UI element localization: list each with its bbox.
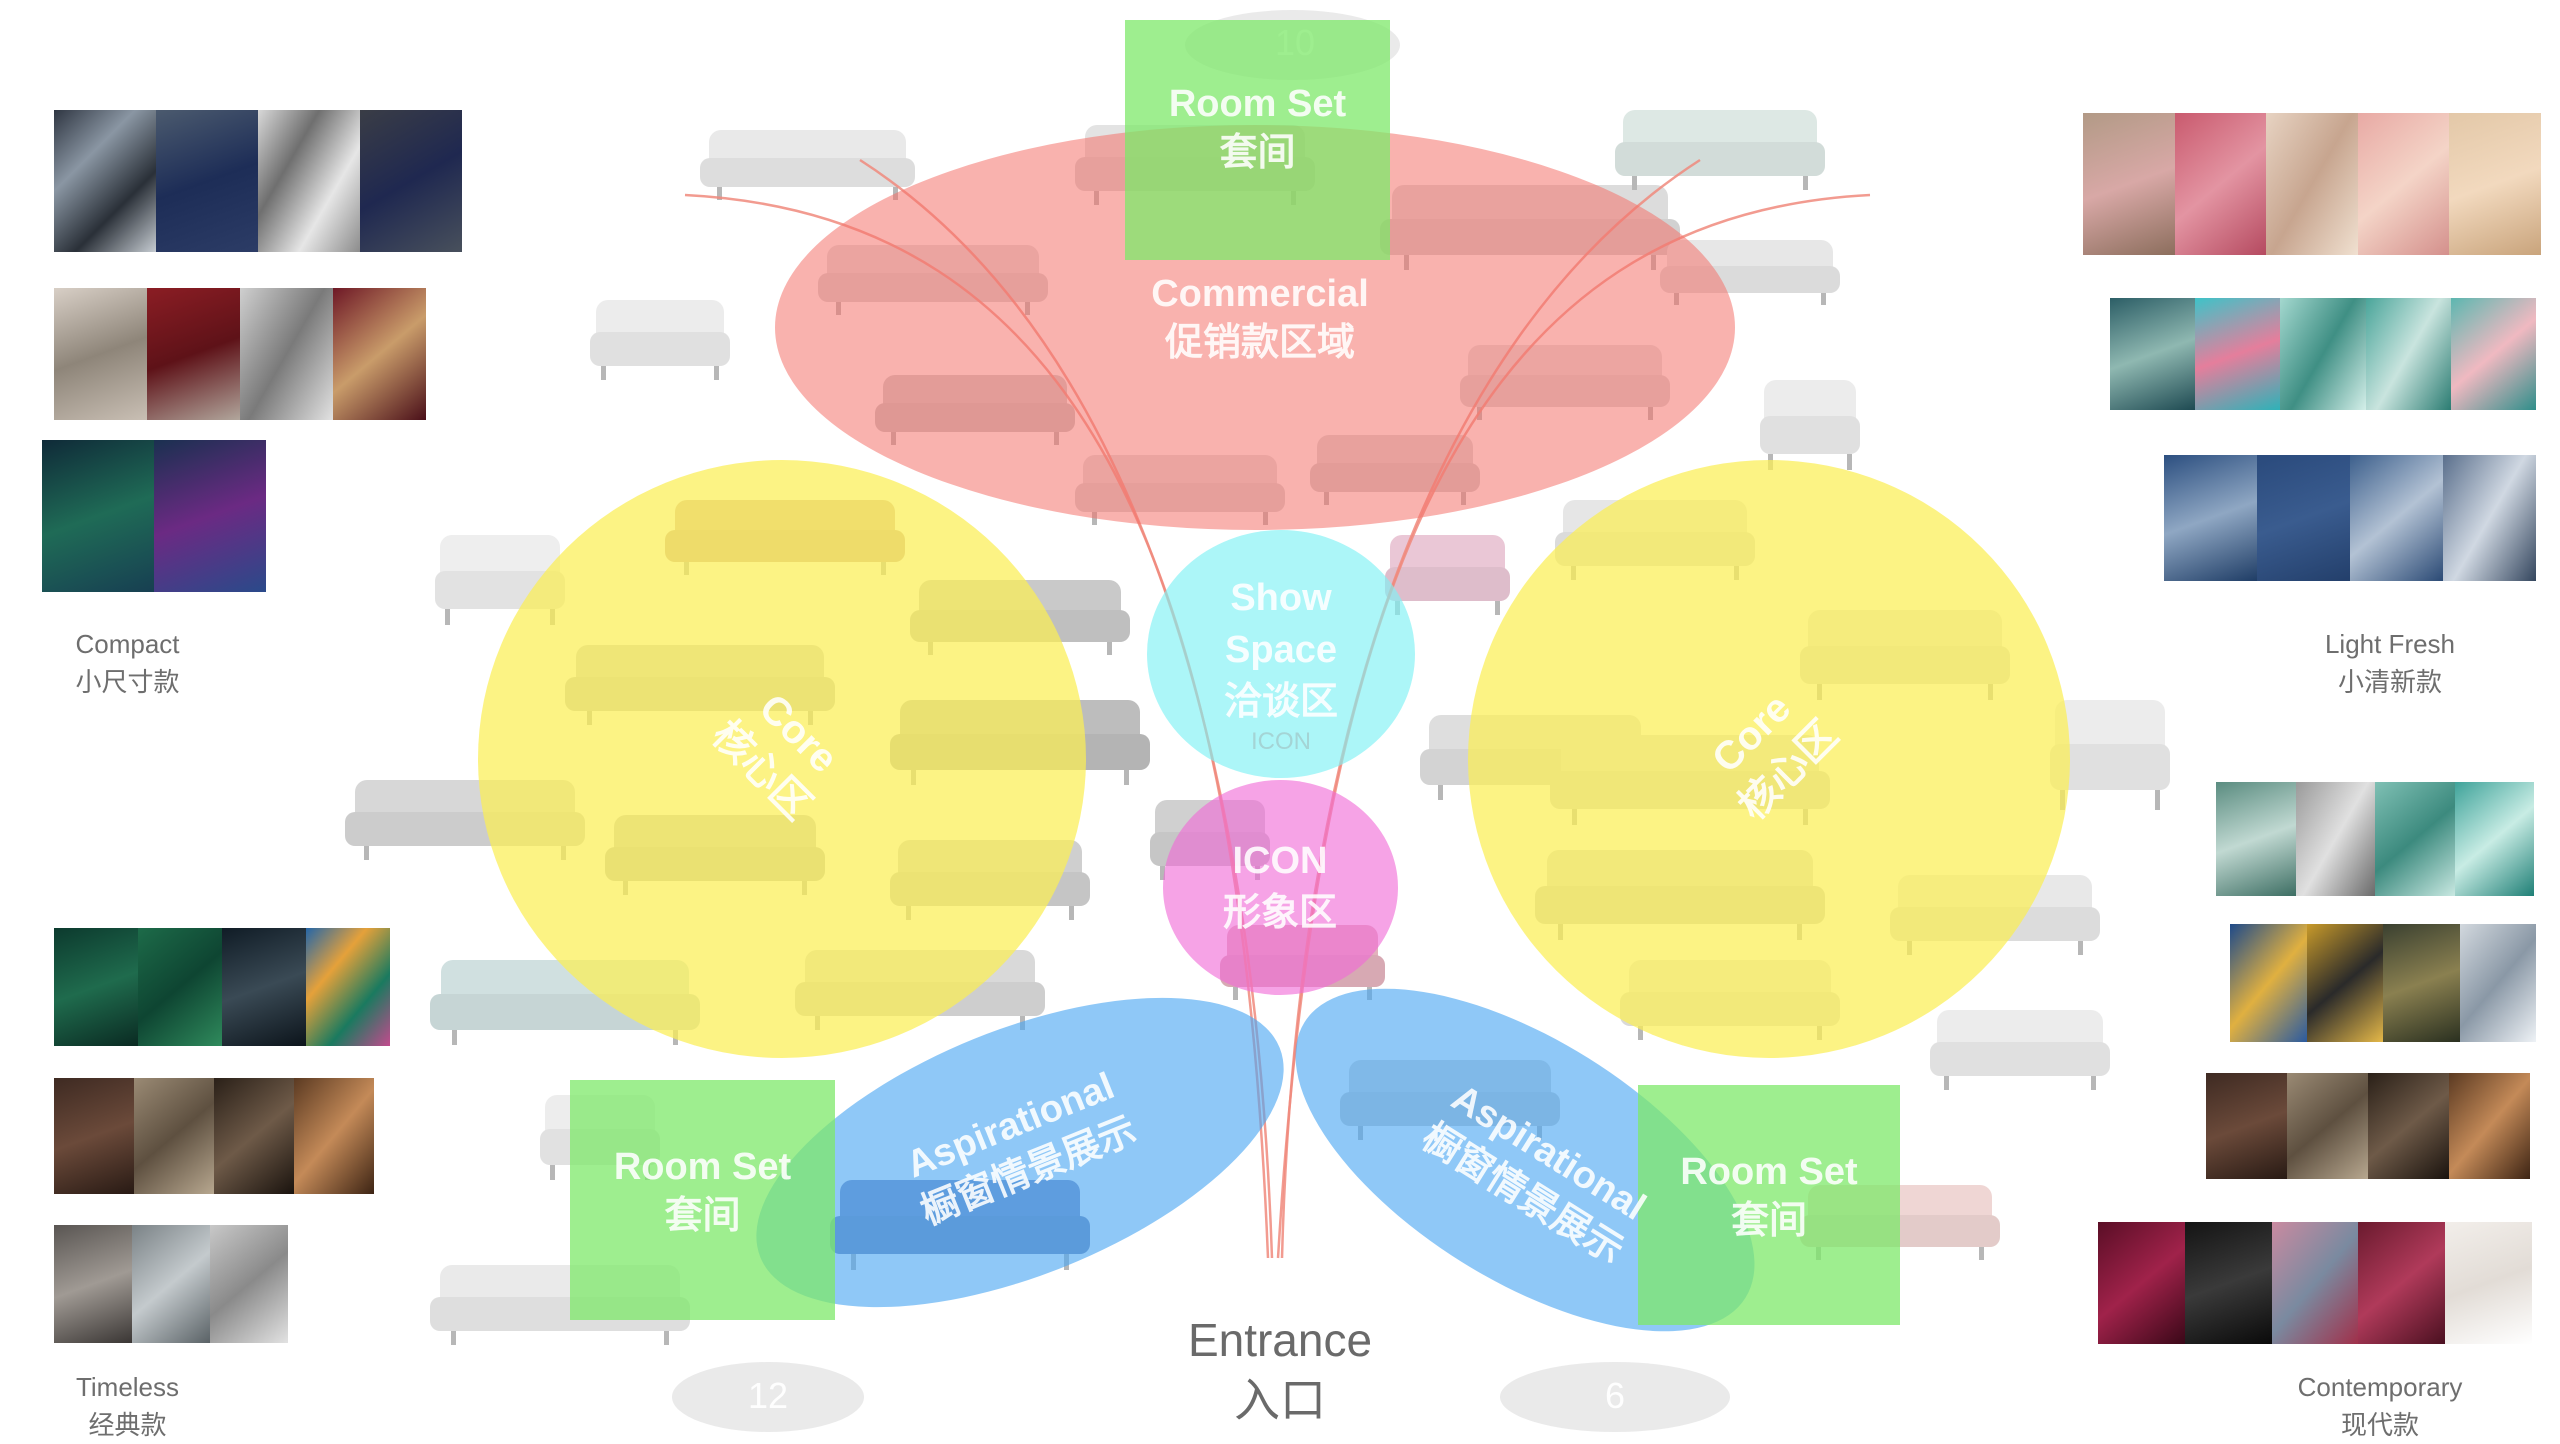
entrance-label: Entrance 入口 — [1130, 1310, 1430, 1430]
timeless-swatch-3 — [54, 1225, 288, 1343]
contemporary-swatch-1 — [2216, 782, 2534, 896]
contemporary-en: Contemporary — [2297, 1372, 2463, 1402]
sofa-4 — [1615, 110, 1825, 190]
light-fresh-swatch-1 — [2083, 113, 2541, 255]
room-set-top-en: Room Set — [1168, 83, 1347, 125]
room-set-left-label: Room Set 套间 — [570, 1143, 835, 1242]
compact-swatch-1 — [54, 110, 462, 252]
light-fresh-caption: Light Fresh 小清新款 — [2300, 625, 2480, 701]
room-set-left-zh: 套间 — [664, 1195, 741, 1238]
contemporary-swatch-2 — [2230, 924, 2536, 1042]
show-space-label: Show Space 洽谈区 — [1181, 572, 1381, 728]
light-fresh-swatch-3 — [2164, 455, 2536, 581]
contemporary-zh: 现代款 — [2340, 1410, 2419, 1440]
contemporary-swatch-3 — [2206, 1073, 2530, 1179]
room-set-right-count-oval — [1500, 1362, 1730, 1432]
light-fresh-zh: 小清新款 — [2337, 667, 2442, 697]
sofa-33 — [1930, 1010, 2110, 1090]
sofa-13 — [435, 535, 565, 625]
core-left-zone — [478, 460, 1086, 1058]
compact-en: Compact — [75, 629, 180, 659]
show-space-zh: 洽谈区 — [1223, 681, 1338, 723]
timeless-zh: 经典款 — [88, 1410, 167, 1440]
icon-zh: 形象区 — [1222, 892, 1337, 934]
icon-zone — [1163, 780, 1398, 995]
room-set-left-en: Room Set — [613, 1146, 792, 1188]
contemporary-caption: Contemporary 现代款 — [2280, 1368, 2480, 1444]
show-space-faint-label: ICON — [1251, 728, 1311, 755]
timeless-swatch-1 — [54, 928, 390, 1046]
timeless-en: Timeless — [75, 1372, 180, 1402]
room-set-left-count-oval — [672, 1362, 864, 1432]
entrance-zh: 入口 — [1234, 1374, 1326, 1426]
light-fresh-en: Light Fresh — [2324, 629, 2456, 659]
room-set-left-count: 12 — [747, 1375, 789, 1416]
sofa-39 — [2050, 700, 2170, 810]
compact-swatch-3 — [42, 440, 266, 592]
show-space-en: Show Space — [1225, 577, 1337, 671]
light-fresh-swatch-2 — [2110, 298, 2536, 410]
room-set-top-zh: 套间 — [1219, 132, 1296, 175]
room-set-right-label: Room Set 套间 — [1638, 1148, 1900, 1247]
commercial-zh: 促销款区域 — [1164, 322, 1355, 365]
icon-label: ICON 形象区 — [1180, 835, 1380, 939]
timeless-caption: Timeless 经典款 — [40, 1368, 215, 1444]
entrance-en: Entrance — [1187, 1314, 1373, 1366]
commercial-en: Commercial — [1151, 273, 1369, 315]
room-set-top-label: Room Set 套间 — [1125, 80, 1390, 179]
show-space-zone — [1147, 530, 1415, 778]
room-set-right-zh: 套间 — [1730, 1200, 1807, 1243]
room-set-left-zone — [570, 1080, 835, 1320]
sofa-12 — [1760, 380, 1860, 470]
compact-swatch-2 — [54, 288, 426, 420]
compact-zh: 小尺寸款 — [75, 667, 180, 697]
sofa-7 — [590, 300, 730, 380]
room-set-top-zone — [1125, 20, 1390, 260]
contemporary-swatch-4 — [2098, 1222, 2532, 1344]
room-set-right-en: Room Set — [1680, 1151, 1858, 1193]
room-set-right-zone — [1638, 1085, 1900, 1325]
commercial-label: Commercial 促销款区域 — [1060, 270, 1460, 369]
timeless-swatch-2 — [54, 1078, 374, 1194]
icon-en: ICON — [1232, 840, 1328, 882]
core-right-zone — [1468, 460, 2070, 1058]
compact-caption: Compact 小尺寸款 — [40, 625, 215, 701]
room-set-right-count: 6 — [1604, 1375, 1626, 1416]
